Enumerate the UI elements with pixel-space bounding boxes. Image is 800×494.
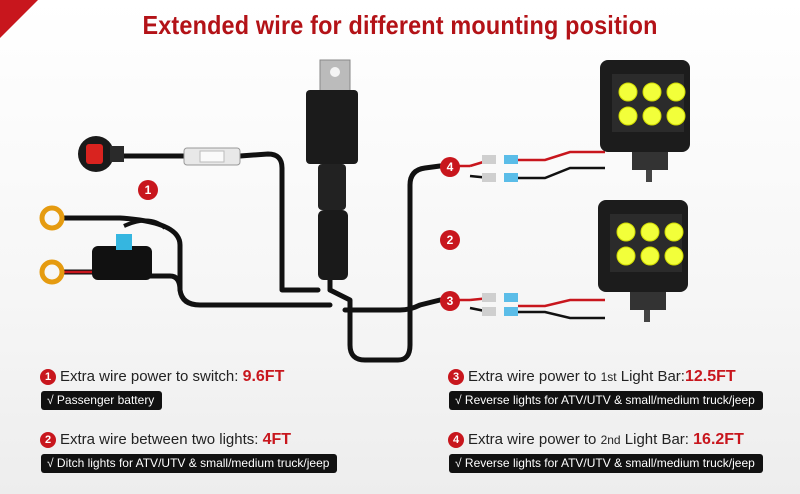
callout-text: Extra wire between two lights: — [60, 431, 259, 448]
relay-icon — [306, 59, 358, 280]
callout-number: 4 — [448, 432, 464, 448]
corner-ribbon — [0, 0, 38, 38]
tag-3: √ Reverse lights for ATV/UTV & small/med… — [449, 391, 763, 410]
callout-ordinal: 2nd — [600, 433, 621, 447]
callout-number: 3 — [448, 369, 464, 385]
callout-value: 16.2FT — [693, 431, 744, 448]
callout-number: 2 — [40, 432, 56, 448]
callout-text: Light Bar: — [620, 368, 685, 385]
marker-1: 1 — [138, 180, 158, 200]
switch-icon — [78, 136, 124, 172]
callout-ordinal: 1st — [600, 370, 617, 384]
marker-4: 4 — [440, 157, 460, 177]
tag-1: √ Passenger battery — [41, 391, 163, 410]
light-bar-icon — [600, 60, 690, 182]
marker-3: 3 — [440, 291, 460, 311]
page-title: Extended wire for different mounting pos… — [142, 10, 658, 40]
callout-text: Extra wire power to — [468, 368, 597, 385]
connector-icon — [183, 147, 241, 166]
wire-connector-to-harness — [237, 151, 321, 293]
callout-text: Extra wire power to — [468, 431, 597, 448]
light-bar-icon — [598, 200, 688, 322]
ring-terminal-icon — [39, 205, 65, 285]
tag-4: √ Reverse lights for ATV/UTV & small/med… — [449, 454, 763, 473]
marker-2: 2 — [440, 230, 460, 250]
tag-2: √ Ditch lights for ATV/UTV & small/mediu… — [41, 454, 338, 473]
wire-harness-trunk — [327, 163, 443, 363]
connector-icon — [482, 155, 518, 316]
callout-value: 4FT — [262, 431, 292, 448]
fuse-icon — [92, 218, 167, 280]
callout-value: 12.5FT — [684, 368, 736, 385]
wire-harness-to-light2 — [342, 297, 443, 313]
callout-text: Extra wire power to switch: — [60, 368, 239, 385]
wire-ground — [145, 273, 183, 293]
callout-number: 1 — [40, 369, 56, 385]
callout-value: 9.6FT — [242, 368, 285, 385]
callout-text: Light Bar: — [624, 431, 689, 448]
